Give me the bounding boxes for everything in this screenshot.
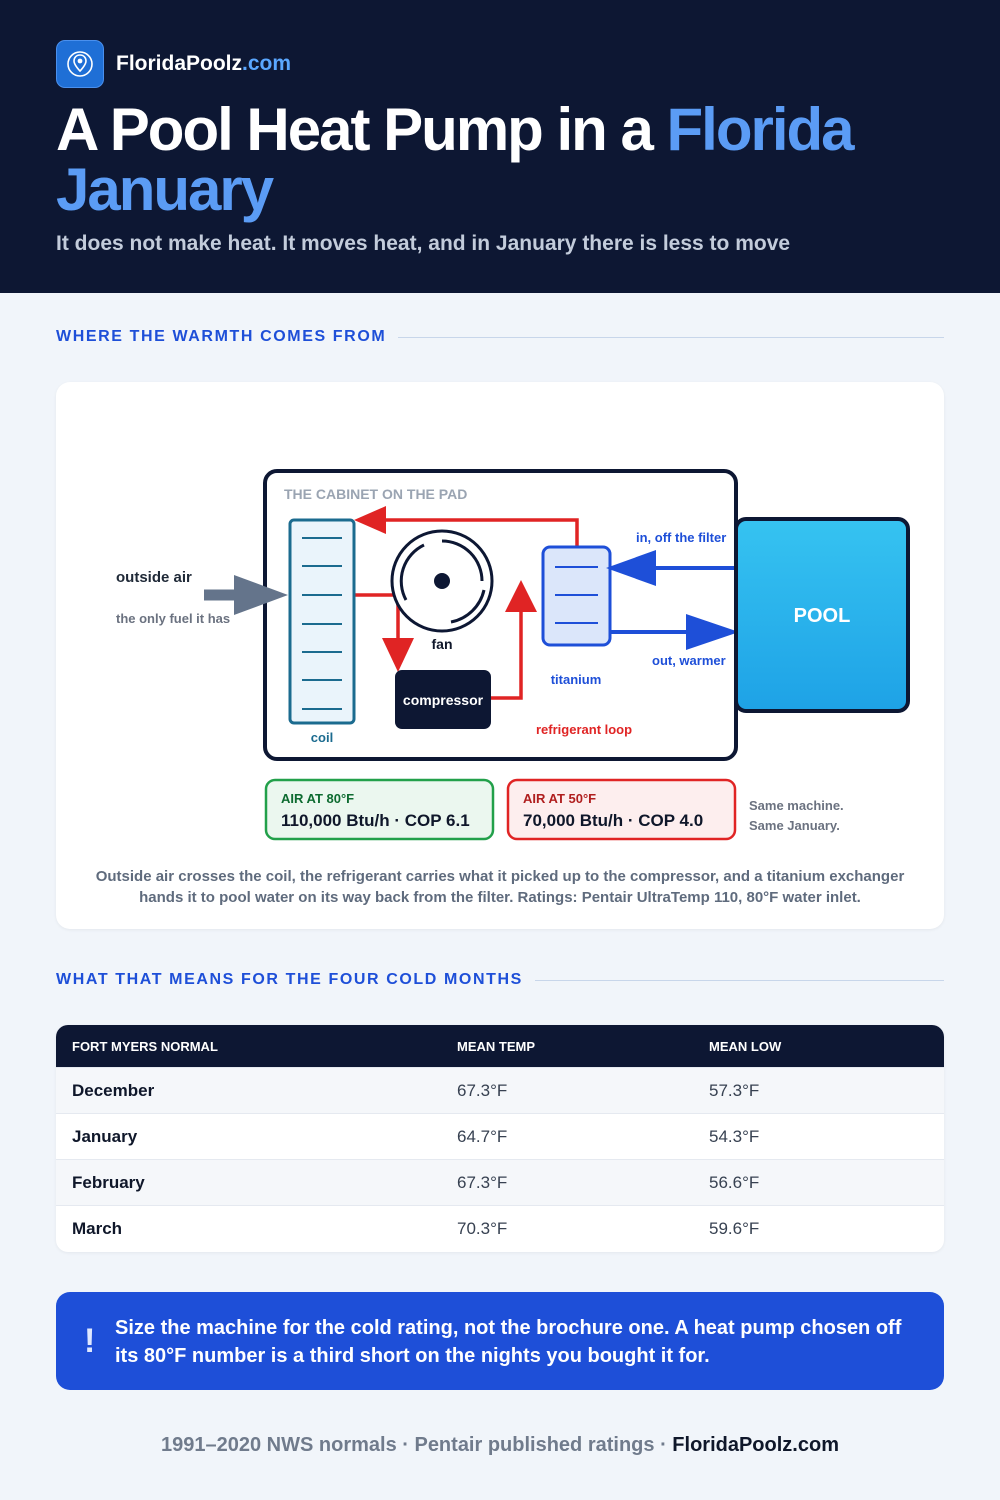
outside-air-note: the only fuel it has xyxy=(116,611,230,626)
refrigerant-loop-label: refrigerant loop xyxy=(536,722,632,737)
section-heading-text: WHAT THAT MEANS FOR THE FOUR COLD MONTHS xyxy=(56,971,523,988)
cold-rating-value: 70,000 Btu/h · COP 4.0 xyxy=(523,811,703,830)
page-subtitle: It does not make heat. It moves heat, an… xyxy=(56,232,791,255)
pool xyxy=(734,517,910,713)
table-row: December 67.3°F 57.3°F xyxy=(56,1067,944,1113)
warm-rating-label: AIR AT 80°F xyxy=(281,791,354,806)
coil-fins xyxy=(302,537,342,710)
table-row: January 64.7°F 54.3°F xyxy=(56,1113,944,1159)
mean-low-cell: 54.3°F xyxy=(709,1126,760,1146)
refrigerant-up-head xyxy=(505,580,537,612)
table-header: FORT MYERS NORMAL MEAN TEMP MEAN LOW xyxy=(56,1025,944,1067)
column-header: MEAN LOW xyxy=(709,1038,782,1054)
month-cell: January xyxy=(72,1126,138,1146)
sizing-callout: ! Size the machine for the cold rating, … xyxy=(56,1292,944,1390)
refrigerant-to-exchanger xyxy=(491,610,523,700)
table-row: March 70.3°F 59.6°F xyxy=(56,1205,944,1251)
climate-table: FORT MYERS NORMAL MEAN TEMP MEAN LOW Dec… xyxy=(56,1025,944,1252)
divider xyxy=(534,979,944,981)
divider xyxy=(398,336,944,338)
mean-temp-cell: 67.3°F xyxy=(457,1080,508,1100)
table-row: February 67.3°F 56.6°F xyxy=(56,1159,944,1205)
page-title: A Pool Heat Pump in a Florida January xyxy=(56,100,956,220)
refrigerant-return-head xyxy=(354,506,386,534)
coil xyxy=(288,518,356,725)
cabinet-label: THE CABINET ON THE PAD xyxy=(284,486,467,502)
brand-tld: .com xyxy=(242,52,292,75)
section-heading-warmth: WHERE THE WARMTH COMES FROM xyxy=(56,328,944,346)
section-heading-text: WHERE THE WARMTH COMES FROM xyxy=(56,328,387,345)
title-main: A Pool Heat Pump in a xyxy=(56,96,667,163)
mean-low-cell: 56.6°F xyxy=(709,1172,760,1192)
mean-low-cell: 59.6°F xyxy=(709,1218,760,1238)
header: FloridaPoolz.com A Pool Heat Pump in a F… xyxy=(0,0,1000,293)
mean-low-cell: 57.3°F xyxy=(709,1080,760,1100)
mean-temp-cell: 64.7°F xyxy=(457,1126,508,1146)
compressor xyxy=(395,670,491,729)
map-pin-icon xyxy=(56,40,104,88)
water-out-head xyxy=(686,614,739,650)
fan-label: fan xyxy=(432,636,453,652)
month-cell: March xyxy=(72,1218,123,1238)
title-accent: Florida January xyxy=(56,96,855,223)
month-cell: February xyxy=(72,1172,145,1192)
diagram-card: THE CABINET ON THE PAD outside air the o… xyxy=(56,382,944,929)
footer-sources: 1991–2020 NWS normals · Pentair publishe… xyxy=(161,1434,673,1456)
refrigerant-down-head xyxy=(382,638,414,672)
heat-pump-diagram: THE CABINET ON THE PAD outside air the o… xyxy=(116,469,910,841)
column-header: MEAN TEMP xyxy=(457,1038,535,1054)
warm-rating-value: 110,000 Btu/h · COP 6.1 xyxy=(281,811,470,830)
brand[interactable]: FloridaPoolz.com xyxy=(56,40,291,88)
mean-temp-cell: 70.3°F xyxy=(457,1218,508,1238)
mean-temp-cell: 67.3°F xyxy=(457,1172,508,1192)
column-header: FORT MYERS NORMAL xyxy=(72,1038,218,1054)
refrigerant-return-line xyxy=(366,518,579,550)
callout-strong: Size the machine for the cold rating, no… xyxy=(115,1317,670,1339)
same-machine-note: Same machine. xyxy=(749,798,844,813)
callout-rest: A heat pump chosen off its 80°F number i… xyxy=(115,1317,902,1367)
air-arrow-head xyxy=(234,575,288,615)
alert-icon: ! xyxy=(84,1322,96,1360)
section-heading-months: WHAT THAT MEANS FOR THE FOUR COLD MONTHS xyxy=(56,971,944,989)
footer-site-link[interactable]: FloridaPoolz.com xyxy=(672,1434,839,1456)
same-january-note: Same January. xyxy=(749,818,840,833)
brand-name: FloridaPoolz.com xyxy=(116,52,292,75)
diagram-caption: Outside air crosses the coil, the refrig… xyxy=(95,868,905,906)
outside-air-label: outside air xyxy=(116,569,192,586)
cold-rating-box xyxy=(506,778,737,841)
footer: 1991–2020 NWS normals · Pentair publishe… xyxy=(0,1434,1000,1457)
cold-rating-label: AIR AT 50°F xyxy=(523,791,596,806)
pool-label: POOL xyxy=(794,605,851,627)
water-out-label: out, warmer xyxy=(652,653,726,668)
titanium-label: titanium xyxy=(551,672,602,687)
month-cell: December xyxy=(72,1080,155,1100)
warm-rating-box xyxy=(264,778,495,841)
water-in-label: in, off the filter xyxy=(636,530,726,545)
coil-label: coil xyxy=(311,730,333,745)
water-in-head xyxy=(606,550,656,586)
callout-text: Size the machine for the cold rating, no… xyxy=(115,1314,915,1370)
compressor-label: compressor xyxy=(403,692,484,708)
exchanger-plates xyxy=(555,566,598,624)
